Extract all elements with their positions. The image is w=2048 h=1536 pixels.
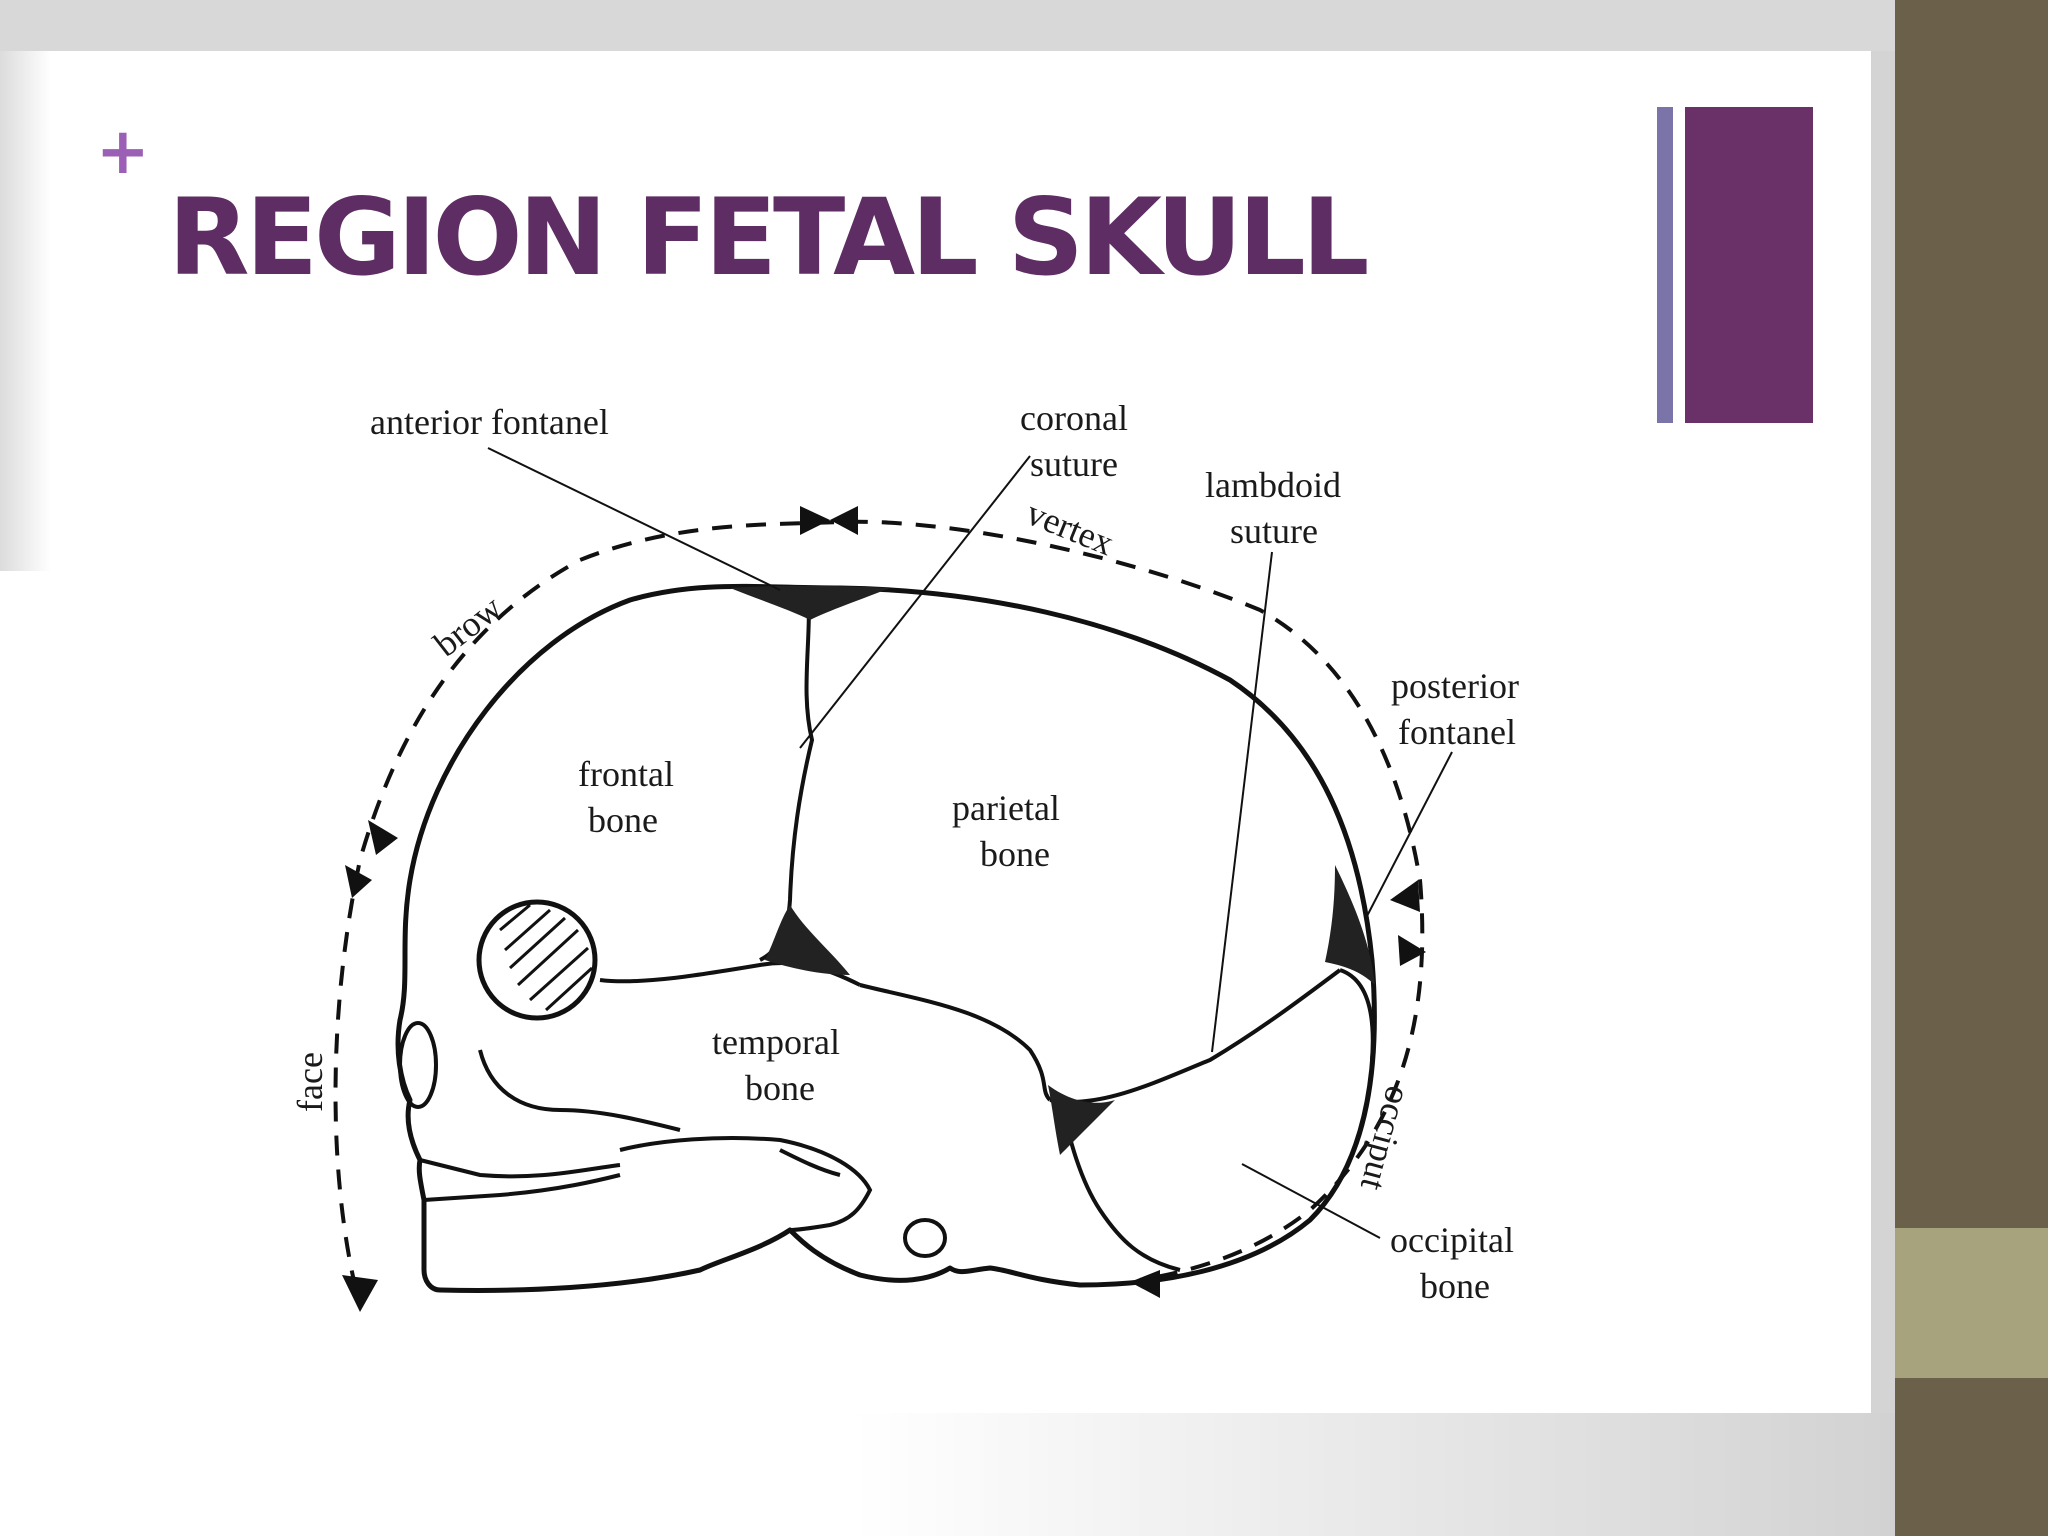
suture-lines (419, 587, 1375, 1272)
orbit (476, 899, 598, 1021)
skull-outline (395, 583, 1377, 1293)
sphenoid-fontanel-shade (765, 905, 850, 975)
page-title: REGION FETAL SKULL (168, 176, 1369, 299)
leader-lines (487, 447, 1453, 1239)
label-lambdoid-suture: suture (1230, 511, 1318, 551)
label-anterior-fontanel: anterior fontanel (370, 402, 609, 442)
frame-bar-dark (1895, 0, 2048, 1228)
label-frontal-bone: bone (588, 800, 658, 840)
region-arc (333, 519, 1425, 1291)
label-parietal-bone: bone (980, 834, 1050, 874)
label-parietal: parietal (952, 788, 1060, 828)
label-temporal-bone: bone (745, 1068, 815, 1108)
plus-icon: + (96, 115, 150, 189)
fontanels (730, 585, 1375, 1155)
posterior-fontanel-shade (1325, 865, 1375, 985)
label-occiput: occiput (1353, 1082, 1419, 1195)
label-coronal: coronal (1020, 398, 1128, 438)
label-coronal-suture: suture (1030, 444, 1118, 484)
label-occipital: occipital (1390, 1220, 1514, 1260)
anterior-fontanel-shade (730, 585, 890, 620)
accent-bar (1685, 107, 1813, 423)
arc-arrowheads (342, 506, 1426, 1312)
diagram-labels: anterior fontanel coronal suture lambdoi… (290, 398, 1519, 1306)
skull-openings (398, 1021, 947, 1258)
label-brow: brow (426, 587, 509, 664)
label-temporal: temporal (712, 1022, 840, 1062)
label-lambdoid: lambdoid (1205, 465, 1341, 505)
mastoid-fontanel-shade (1048, 1085, 1115, 1155)
label-posterior: posterior (1391, 666, 1519, 706)
label-vertex: vertex (1021, 492, 1119, 563)
slide-panel (51, 51, 1871, 1413)
label-occipital-bone: bone (1420, 1266, 1490, 1306)
accent-bar-thin (1657, 107, 1673, 423)
label-posterior-fontanel: fontanel (1398, 712, 1516, 752)
frame-bar-light (1895, 1228, 2048, 1378)
label-frontal: frontal (578, 754, 674, 794)
label-face: face (290, 1052, 330, 1112)
frame-bar-dark-bottom (1895, 1378, 2048, 1536)
